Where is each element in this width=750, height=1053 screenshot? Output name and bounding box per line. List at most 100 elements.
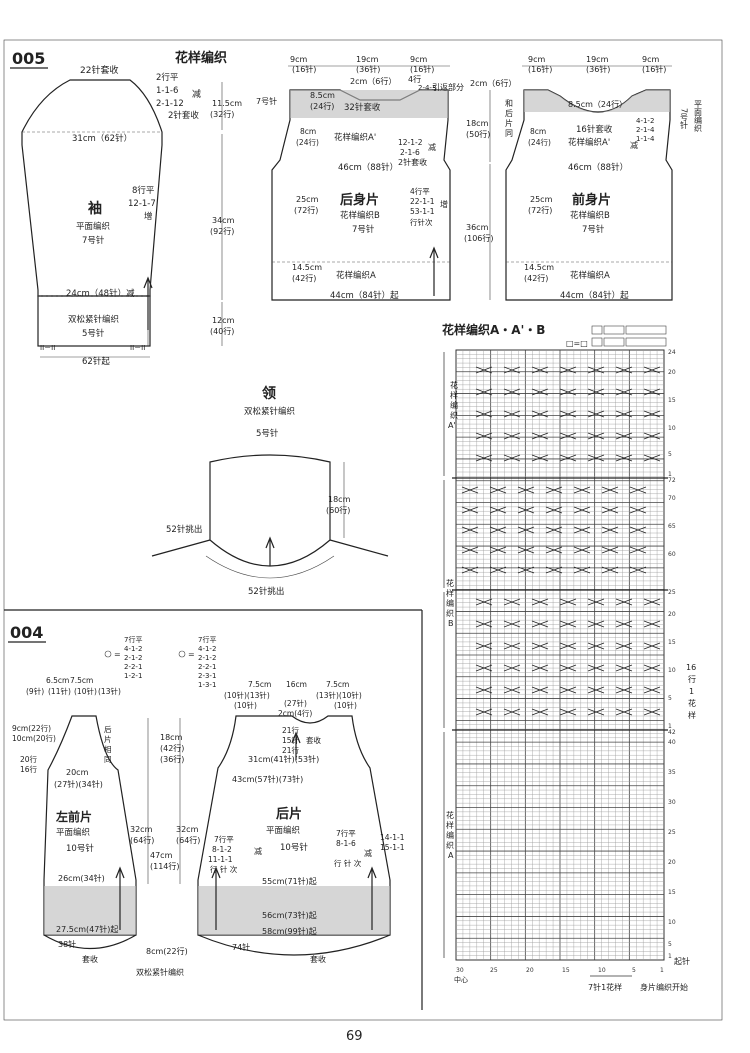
back-body-a: 25cm xyxy=(296,195,319,204)
page-frame xyxy=(3,39,723,1021)
chart-sec-a-prime-4: 织 xyxy=(450,410,458,420)
front-top-dim-2: 19cm xyxy=(586,55,609,64)
left-front-neck-b: 10cm(20行) xyxy=(12,733,56,743)
back004-decl-word: 减 xyxy=(254,846,262,856)
chart-start-mark: 起针 xyxy=(674,956,690,966)
back-inc-2: 22-1-1 xyxy=(410,197,435,206)
left-front-same-4: 同 xyxy=(104,755,112,764)
back-arm-a: 8cm xyxy=(300,127,316,136)
front-yoke-label: 花样编织A' xyxy=(568,137,610,148)
front-neck-dec-word: 减 xyxy=(630,140,638,150)
svg-text:24: 24 xyxy=(668,349,676,356)
legend-004 xyxy=(104,650,186,658)
sleeve-cap-height: 11.5cm xyxy=(212,99,242,108)
sleeve-body-height: 34cm xyxy=(212,216,235,225)
svg-text:5: 5 xyxy=(668,451,672,458)
sleeve-top-cast-off: 22针套收 xyxy=(80,64,118,76)
chart-sec-a-2: 样 xyxy=(446,820,454,830)
legend-004-1-line5: 1-2-1 xyxy=(124,672,142,680)
back-cast-off: 32针套收 xyxy=(344,102,381,113)
back004-decr-3: 14-1-1 xyxy=(380,833,405,842)
collar-height-b: (60行) xyxy=(326,505,350,515)
back004-neck-rows-2: 15针 xyxy=(282,735,300,745)
front-same-3: 片 xyxy=(505,118,513,128)
svg-text:60: 60 xyxy=(668,551,676,558)
chart-repeat-1: 16 xyxy=(686,663,696,672)
sleeve-stitch: 平面编织 xyxy=(76,221,110,232)
collar-height-a: 18cm xyxy=(328,495,351,504)
page-number: 69 xyxy=(346,1029,363,1044)
left-front-width-b: (27针)(34针) xyxy=(54,779,103,789)
front-top-dim-3b: (16针) xyxy=(642,64,666,74)
front-arm-b: (24行) xyxy=(528,137,551,147)
section-id-005: 005 xyxy=(12,49,45,68)
svg-text:5: 5 xyxy=(668,941,672,948)
legend-004-eq-1: = xyxy=(114,650,121,659)
front-neck-dec-1: 4-1-2 xyxy=(636,117,654,125)
front-same-4: 同 xyxy=(505,129,513,138)
svg-text:25: 25 xyxy=(668,829,676,836)
svg-text:10: 10 xyxy=(668,919,676,926)
legend-004-2-line4: 2-2-1 xyxy=(198,663,216,671)
back004-decr-2: 8-1-6 xyxy=(336,839,356,848)
svg-text:1: 1 xyxy=(660,967,664,974)
section-id-004: 004 xyxy=(10,623,43,642)
sleeve-diagram xyxy=(21,79,163,358)
back004-decl-note: 行 针 次 xyxy=(210,864,238,874)
back-inc-1: 4行平 xyxy=(410,186,430,196)
left-front-cast-off: 套收 xyxy=(82,954,98,964)
back-top-dim-2b: (36针) xyxy=(356,64,380,74)
svg-text:10: 10 xyxy=(668,425,676,432)
chart-repeat-3: 1 xyxy=(689,687,694,696)
left-front-same-2: 片 xyxy=(104,734,112,744)
chart-sec-a-4: 织 xyxy=(446,840,454,850)
back-hem-label: 花样编织A xyxy=(336,270,376,281)
chart-sec-b-4: 织 xyxy=(446,608,454,618)
front-top-dim-1b: (16针) xyxy=(528,64,552,74)
back-total-b: (50行) xyxy=(466,129,490,139)
chart-sec-a-prime-2: 样 xyxy=(450,390,458,400)
back004-decl-2: 8-1-2 xyxy=(212,845,232,854)
chart-sec-a-1: 花 xyxy=(446,810,454,820)
left-front-diagram xyxy=(43,715,137,949)
chart-repeat-5: 样 xyxy=(688,710,696,720)
legend-004-1-line1: 7行平 xyxy=(124,635,142,644)
sleeve-cuff-needle: 5号针 xyxy=(82,328,105,339)
back-total2-b: (106行) xyxy=(464,233,494,243)
back-diagram xyxy=(271,89,451,301)
left-front-rows-b: 16行 xyxy=(20,764,38,774)
svg-text:65: 65 xyxy=(668,523,676,530)
left-front-w26: 26cm(34针) xyxy=(58,873,105,883)
chart-sec-a-prime-1: 花 xyxy=(450,380,458,390)
svg-text:15: 15 xyxy=(562,967,570,974)
back004-stitch: 平面编织 xyxy=(266,825,300,836)
collar-pick-bottom: 52针挑出 xyxy=(248,586,284,597)
left-front-same-1: 后 xyxy=(104,724,112,734)
front-body-b: (72行) xyxy=(528,205,552,215)
svg-text:10: 10 xyxy=(668,667,676,674)
back004-cast-off: 套收 xyxy=(310,954,326,964)
back004-top-d: (10针)(13针) xyxy=(224,690,270,700)
left-front-top-b: 7.5cm xyxy=(70,676,93,685)
svg-text:25: 25 xyxy=(668,589,676,596)
back-total-a: 18cm xyxy=(466,119,489,128)
front-bottom: 44cm（84针）起 xyxy=(560,290,629,301)
front-same-1: 和 xyxy=(505,99,513,108)
legend-004-2-line1: 7行平 xyxy=(198,635,216,644)
svg-text:30: 30 xyxy=(456,967,464,974)
front-cast-off: 16针套收 xyxy=(576,124,613,135)
sleeve-dec-word: 减 xyxy=(192,88,201,100)
back-h47-b: (114行) xyxy=(150,861,180,871)
back004-neck: 2cm(4行) xyxy=(278,708,312,718)
svg-text:15: 15 xyxy=(668,397,676,404)
sleeve-dec-3: 2-1-12 xyxy=(156,99,184,109)
chart-legend xyxy=(591,325,667,347)
chart-sec-b-2: 样 xyxy=(446,588,454,598)
sleeve-name: 袖 xyxy=(88,200,102,217)
left-front-top-c: (9针) xyxy=(26,686,44,696)
svg-text:70: 70 xyxy=(668,495,676,502)
back-shoulder-b: (24行) xyxy=(310,101,334,111)
front-arm-a: 8cm xyxy=(530,127,546,136)
svg-text:42: 42 xyxy=(668,729,676,736)
